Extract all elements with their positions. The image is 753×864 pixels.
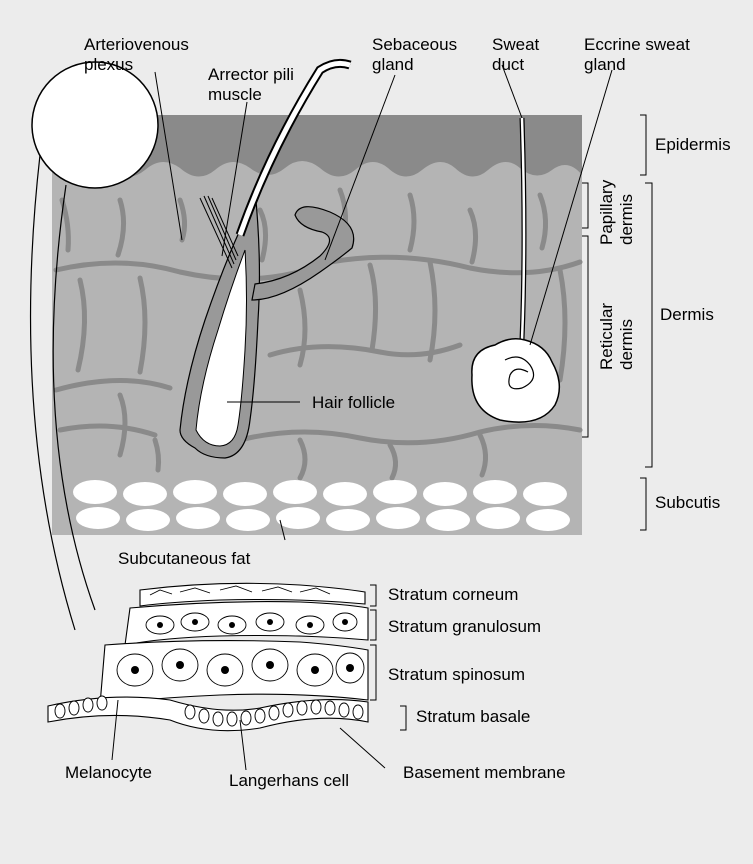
label-sebaceous: Sebaceous [372,35,457,54]
label-eccrine-gland: gland [584,55,626,74]
label-epidermis: Epidermis [655,135,731,154]
label-eccrine: Eccrine sweat [584,35,690,54]
label-hair-follicle: Hair follicle [312,393,395,412]
label-arrector: Arrector pili [208,65,294,84]
dermis-block [52,140,582,535]
label-papillary: Papillary [597,179,616,245]
label-arteriovenous: Arteriovenous [84,35,189,54]
label-langerhans-cell: Langerhans cell [229,771,349,790]
label-sweat: Sweat [492,35,540,54]
label-stratum-spinosum: Stratum spinosum [388,665,525,684]
label-stratum-basale: Stratum basale [416,707,530,726]
label-stratum-corneum: Stratum corneum [388,585,518,604]
label-subcutaneous-fat: Subcutaneous fat [118,549,251,568]
label-reticular-dermis: dermis [617,319,636,370]
label-basement-membrane: Basement membrane [403,763,566,782]
label-dermis: Dermis [660,305,714,324]
label-sebaceous-gland: gland [372,55,414,74]
label-arrector-muscle: muscle [208,85,262,104]
eccrine-gland-shape [472,339,559,422]
label-melanocyte: Melanocyte [65,763,152,782]
label-papillary-dermis: dermis [617,194,636,245]
label-sweat-duct: duct [492,55,524,74]
label-subcutis: Subcutis [655,493,720,512]
label-plexus: plexus [84,55,133,74]
label-reticular: Reticular [597,303,616,370]
label-stratum-granulosum: Stratum granulosum [388,617,541,636]
magnifier-circle [32,62,158,188]
